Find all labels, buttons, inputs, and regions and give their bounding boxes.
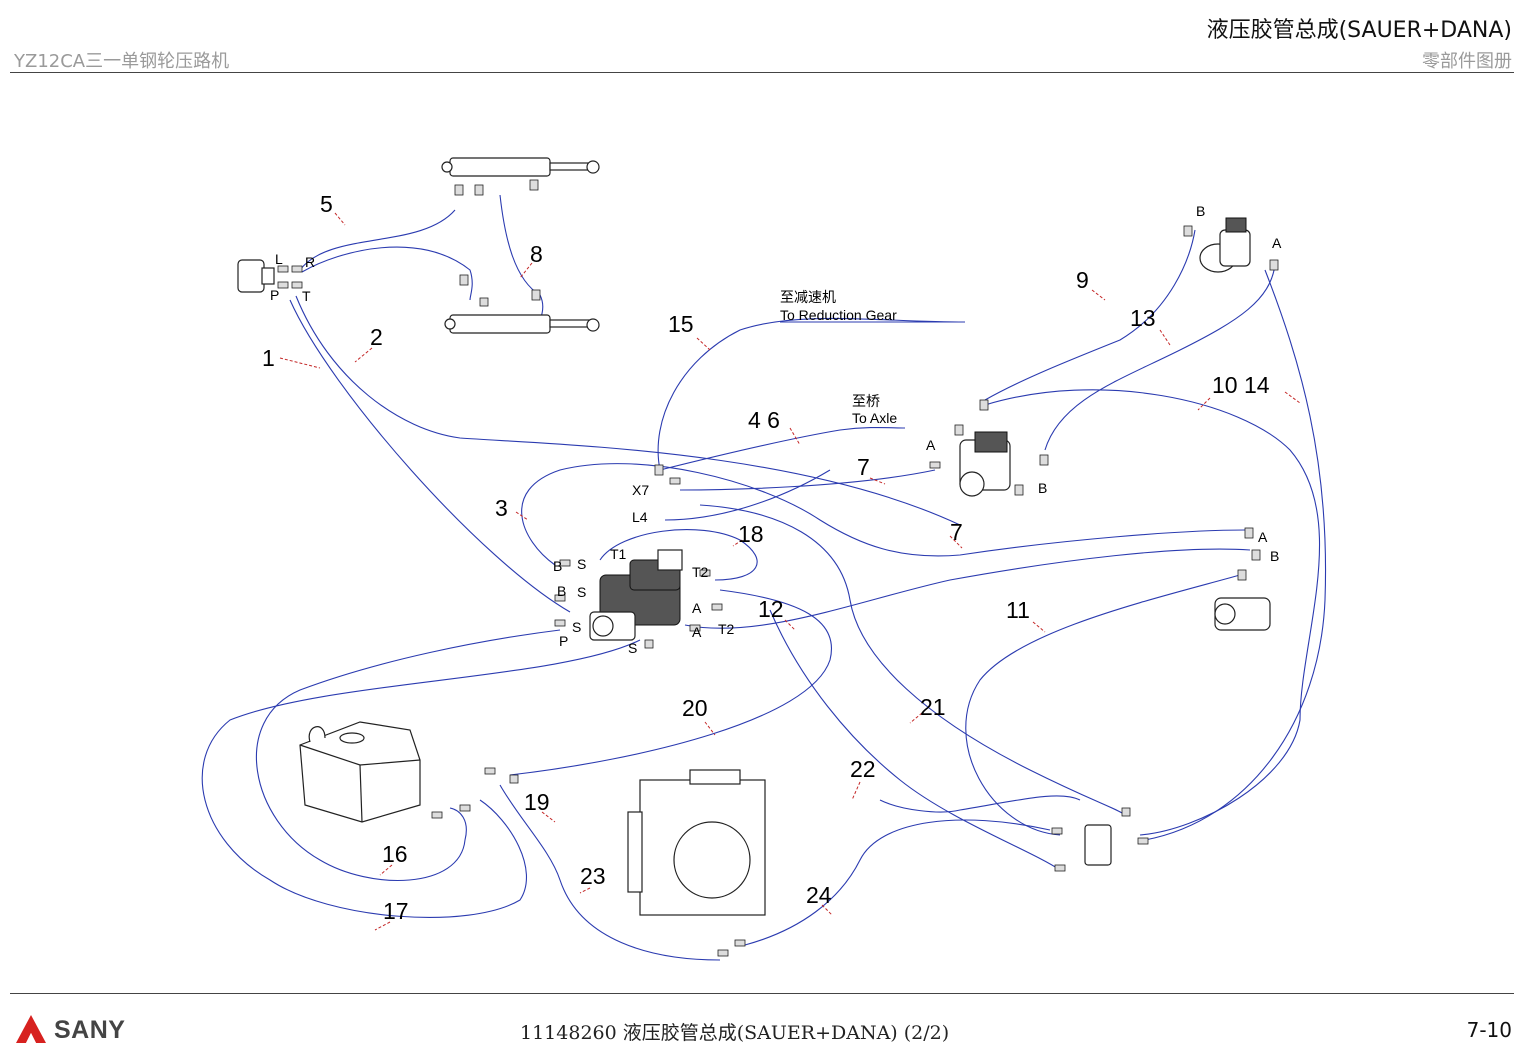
callout-22: 22 [850, 756, 876, 782]
port-label-L: L [275, 251, 283, 267]
note-reduction-gear-en: To Reduction Gear [780, 307, 897, 323]
callout-7a: 7 [857, 454, 870, 480]
sany-logo: SANY [14, 1010, 125, 1050]
port-label-T: T [302, 288, 311, 304]
callout-16: 16 [382, 841, 408, 867]
note-axle-en: To Axle [852, 410, 897, 426]
footer-divider [10, 993, 1514, 994]
port-label-pump-S1: S [577, 556, 586, 572]
port-label-drum-A: A [1272, 235, 1282, 251]
port-label-T2b: T2 [718, 621, 735, 637]
distribution-block [1084, 824, 1112, 866]
port-label-T1: T1 [610, 546, 627, 562]
port-label-pump-P: P [559, 633, 568, 649]
callout-7b: 7 [950, 519, 963, 545]
header-divider [10, 72, 1514, 73]
port-label-pump-A2: A [692, 624, 702, 640]
steering-cylinder-bottom [444, 314, 600, 334]
callout-9: 9 [1076, 267, 1089, 293]
page-title: 液压胶管总成(SAUER+DANA) [1206, 18, 1512, 43]
hydraulic-tank [299, 721, 421, 823]
port-label-axle-A: A [1258, 529, 1268, 545]
callout-11: 11 [1006, 597, 1030, 623]
port-label-pump-A1: A [692, 600, 702, 616]
port-label-pump-S3: S [572, 619, 581, 635]
callout-10-14: 10 14 [1212, 372, 1270, 398]
sany-logo-icon [16, 1015, 46, 1043]
callout-19: 19 [524, 789, 550, 815]
callout-8: 8 [530, 241, 543, 267]
callout-21: 21 [920, 694, 946, 720]
callout-4-6: 4 6 [748, 407, 780, 433]
port-label-drum-B: B [1196, 203, 1205, 219]
port-label-pump-B1: B [553, 558, 562, 574]
callout-3: 3 [495, 495, 508, 521]
machine-model: YZ12CA三一单钢轮压路机 [14, 51, 230, 72]
callout-1: 1 [262, 345, 275, 371]
port-label-L4: L4 [632, 509, 648, 525]
callout-2: 2 [370, 324, 383, 350]
port-label-pump-S4: S [628, 640, 637, 656]
drum-motor [1199, 217, 1251, 273]
callout-18: 18 [738, 521, 764, 547]
callout-5: 5 [320, 191, 333, 217]
port-label-motor-A: A [926, 437, 936, 453]
steering-valve [237, 259, 275, 293]
axle-motor [1214, 597, 1271, 631]
port-label-axle-B: B [1270, 548, 1279, 564]
callout-15: 15 [668, 311, 694, 337]
callout-12: 12 [758, 596, 784, 622]
port-label-R: R [305, 254, 315, 270]
callout-20: 20 [682, 695, 708, 721]
steering-cylinder-top [441, 157, 600, 177]
hose-fittings [277, 179, 1279, 957]
port-label-motor-B: B [1038, 480, 1047, 496]
oil-cooler [627, 769, 766, 916]
port-label-T2a: T2 [692, 564, 709, 580]
note-reduction-gear-cn: 至减速机 [780, 289, 836, 305]
note-axle-cn: 至桥 [852, 393, 880, 409]
port-label-X7: X7 [632, 482, 649, 498]
port-label-P: P [270, 287, 279, 303]
port-label-pump-B2: B [557, 583, 566, 599]
callout-17: 17 [383, 898, 409, 924]
brand-name: SANY [54, 1015, 126, 1044]
callout-13: 13 [1130, 305, 1156, 331]
callout-23: 23 [580, 863, 606, 889]
catalog-subtitle: 零部件图册 [1422, 51, 1512, 72]
callout-24: 24 [806, 882, 832, 908]
page-number: 7-10 [1466, 1018, 1512, 1042]
port-label-pump-S2: S [577, 584, 586, 600]
leader-lines [279, 212, 1301, 931]
main-pump-assembly [589, 549, 683, 641]
document-reference: 11148260 液压胶管总成(SAUER+DANA) (2/2) [520, 1022, 950, 1044]
travel-motor-front [959, 431, 1011, 497]
